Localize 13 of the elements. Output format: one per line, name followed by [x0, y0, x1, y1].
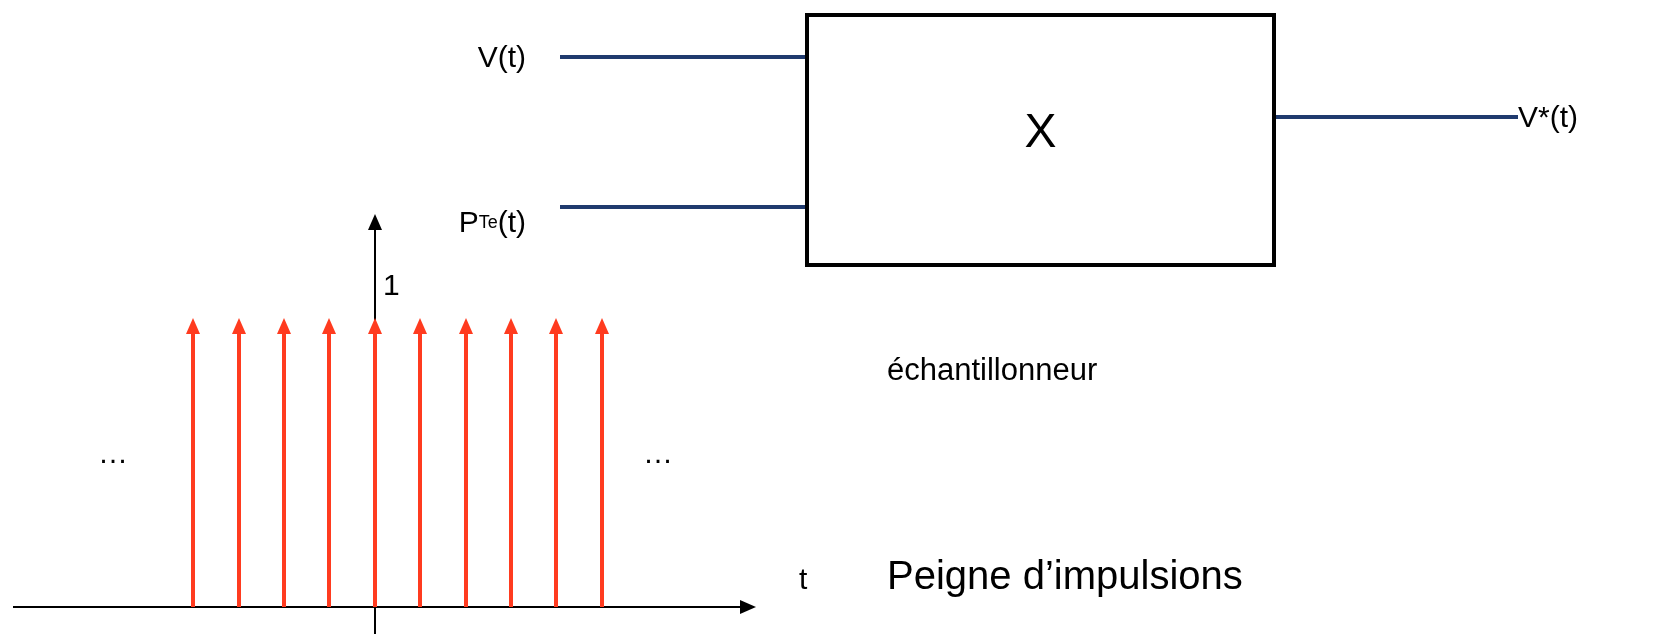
ellipsis-label: … — [98, 436, 128, 470]
signal-label: V(t) — [420, 34, 560, 80]
block-caption: échantillonneur — [887, 352, 1098, 388]
amplitude-label: 1 — [383, 268, 400, 302]
signal-line — [560, 55, 805, 59]
plot-title: Peigne d’impulsions — [887, 553, 1243, 598]
signal-label: V*(t) — [1518, 94, 1648, 140]
signal-line — [560, 205, 805, 209]
multiplier-symbol: X — [1024, 102, 1057, 158]
ellipsis-label: … — [643, 436, 673, 470]
multiplier-box — [805, 13, 1276, 267]
axis-label: t — [799, 562, 808, 596]
signal-line — [1276, 115, 1518, 119]
